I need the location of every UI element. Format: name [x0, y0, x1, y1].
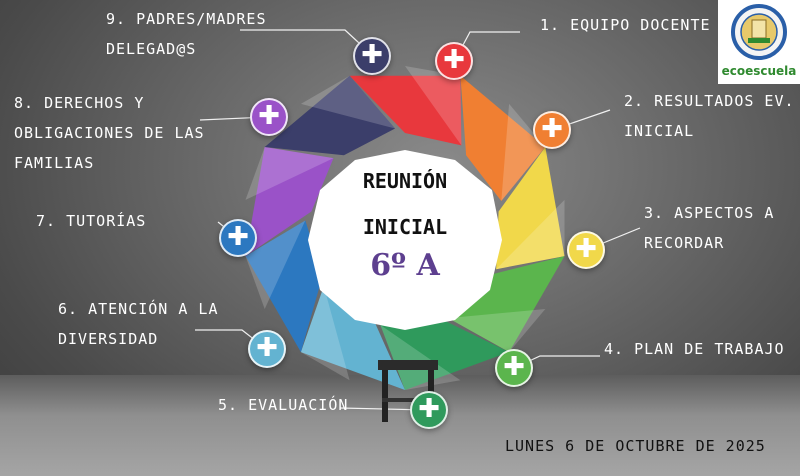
item-7-plus-button[interactable]: ✚	[219, 219, 257, 257]
center-title-line1: Reunión	[362, 169, 448, 193]
item-7-label-line1: 7. Tutorías	[36, 212, 147, 230]
wheel-segment-5	[380, 317, 510, 390]
item-1-label-line1: 1. Equipo Docente	[540, 16, 711, 34]
floor-background	[0, 375, 800, 476]
wheel-segment-7	[245, 220, 323, 353]
item-8-label-line1: 8. Derechos y	[14, 94, 145, 112]
item-9-label[interactable]: 9. Padres/Madres Delegad@s	[106, 4, 267, 64]
center-title-line2: Inicial	[362, 215, 448, 239]
meeting-date: Lunes 6 de Octubre de 2025	[505, 437, 766, 455]
wheel-segments	[245, 66, 565, 390]
item-2-label-line1: 2. Resultados Ev.	[624, 92, 795, 110]
item-6-label-line2: Diversidad	[58, 330, 159, 348]
item-6-label-line1: 6. Atención a la	[58, 300, 219, 318]
center-group: 6º A	[370, 248, 440, 283]
item-6-label[interactable]: 6. Atención a la Diversidad	[58, 294, 219, 354]
wheel-center	[308, 150, 502, 330]
center-title: Reunión Inicial	[335, 158, 475, 250]
item-6-plus-button[interactable]: ✚	[248, 330, 286, 368]
wheel-segment-9	[264, 75, 396, 156]
item-7-label[interactable]: 7. Tutorías	[36, 206, 146, 236]
item-9-label-line1: 9. Padres/Madres	[106, 10, 267, 28]
item-1-label[interactable]: 1. Equipo Docente	[540, 10, 711, 40]
wheel-segment-highlight-1	[405, 66, 462, 146]
wheel-segment-highlight-5	[380, 324, 461, 390]
item-9-plus-button[interactable]: ✚	[353, 37, 391, 75]
plus-icon: ✚	[258, 101, 280, 131]
plus-icon: ✚	[503, 352, 525, 382]
item-1-plus-button[interactable]: ✚	[435, 42, 473, 80]
item-9-label-line2: Delegad@s	[106, 40, 197, 58]
wheel-segment-highlight-2	[501, 103, 546, 201]
wheel-segment-1	[349, 75, 462, 146]
plus-icon: ✚	[256, 333, 278, 363]
plus-icon: ✚	[541, 114, 563, 144]
wheel-segment-4	[448, 256, 565, 353]
school-logo: ecoescuela	[718, 0, 800, 84]
plus-icon: ✚	[361, 40, 383, 70]
plus-icon: ✚	[575, 234, 597, 264]
item-8-label-line2: Obligaciones de las	[14, 124, 205, 142]
school-seal-icon	[731, 4, 787, 60]
wheel-segment-3	[496, 147, 565, 270]
wheel-segment-highlight-8	[245, 147, 334, 200]
item-4-label[interactable]: 4. Plan de Trabajo	[604, 334, 785, 364]
wheel-segment-highlight-6	[300, 286, 350, 381]
plus-icon: ✚	[418, 394, 440, 424]
wheel-segment-highlight-4	[448, 309, 546, 353]
item-5-label[interactable]: 5. Evaluación	[218, 390, 348, 420]
wheel-segment-highlight-3	[496, 199, 565, 270]
wheel-segment-2	[460, 75, 546, 201]
item-8-label-line3: Familias	[14, 154, 95, 172]
wheel-segment-highlight-9	[300, 75, 396, 129]
item-8-label[interactable]: 8. Derechos y Obligaciones de las Famili…	[14, 88, 205, 178]
item-3-label[interactable]: 3. Aspectos a Recordar	[644, 198, 774, 258]
item-3-label-line2: Recordar	[644, 234, 725, 252]
item-4-label-line1: 4. Plan de Trabajo	[604, 340, 785, 358]
item-5-label-line1: 5. Evaluación	[218, 396, 349, 414]
item-5-plus-button[interactable]: ✚	[410, 391, 448, 429]
item-2-plus-button[interactable]: ✚	[533, 111, 571, 149]
item-2-label-line2: Inicial	[624, 122, 695, 140]
item-4-plus-button[interactable]: ✚	[495, 349, 533, 387]
wheel-segment-8	[245, 147, 334, 257]
plus-icon: ✚	[227, 222, 249, 252]
wheel-segment-highlight-7	[245, 220, 306, 309]
logo-text: ecoescuela	[721, 64, 797, 78]
plus-icon: ✚	[443, 45, 465, 75]
item-3-label-line1: 3. Aspectos a	[644, 204, 775, 222]
item-3-plus-button[interactable]: ✚	[567, 231, 605, 269]
item-8-plus-button[interactable]: ✚	[250, 98, 288, 136]
item-2-label[interactable]: 2. Resultados Ev. Inicial	[624, 86, 795, 146]
